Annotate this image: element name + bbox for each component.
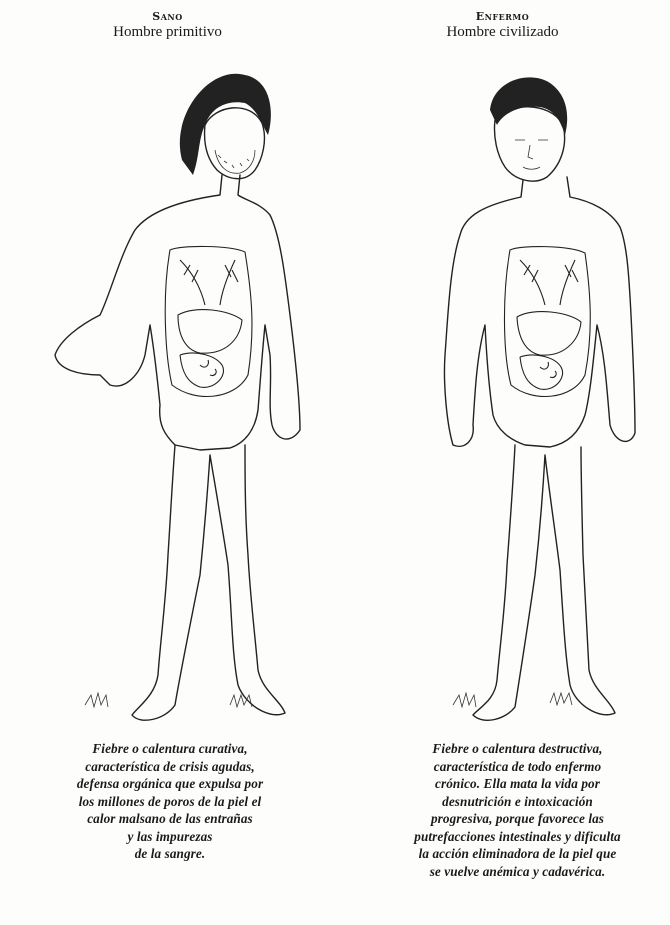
heading-healthy: Sano Hombre primitivo [0, 10, 335, 41]
ground [453, 693, 572, 707]
caption-line: se vuelve anémica y cadavérica. [365, 863, 670, 881]
panel-healthy: Sano Hombre primitivo [0, 0, 335, 925]
primitive-man-drawing [0, 55, 335, 735]
caption-line: característica de crisis agudas, [20, 758, 320, 776]
civilized-man-drawing [335, 55, 670, 735]
heading-sick: Enfermo Hombre civilizado [335, 10, 670, 41]
ground [85, 693, 252, 707]
caption-line: característica de todo enfermo [365, 758, 670, 776]
panel-sick: Enfermo Hombre civilizado Fiebre o calen… [335, 0, 670, 925]
status-label: Sano [0, 10, 335, 23]
caption-line: de la sangre. [20, 845, 320, 863]
subtitle-label: Hombre primitivo [0, 24, 335, 41]
caption-line: progresiva, porque favorece las [365, 810, 670, 828]
caption-line: calor malsano de las entrañas [20, 810, 320, 828]
caption-line: crónico. Ella mata la vida por [365, 775, 670, 793]
caption-healthy: Fiebre o calentura curativa, característ… [20, 740, 320, 863]
caption-line: Fiebre o calentura curativa, [20, 740, 320, 758]
torso-outline [55, 175, 300, 450]
head [205, 108, 265, 179]
caption-line: la acción eliminadora de la piel que [365, 845, 670, 863]
caption-line: defensa orgánica que expulsa por [20, 775, 320, 793]
caption-line: putrefacciones intestinales y dificulta [365, 828, 670, 846]
hair [180, 74, 271, 175]
visible-organs [165, 246, 252, 396]
beard [215, 150, 255, 173]
caption-line: Fiebre o calentura destructiva, [365, 740, 670, 758]
legs [132, 445, 285, 720]
caption-line: y las impurezas [20, 828, 320, 846]
figure-civilized-man [335, 55, 670, 735]
figure-primitive-man [0, 55, 335, 735]
head [494, 107, 564, 181]
face [515, 140, 548, 169]
status-label: Enfermo [335, 10, 670, 23]
legs [473, 445, 615, 720]
visible-organs [504, 247, 590, 397]
caption-line: los millones de poros de la piel el [20, 793, 320, 811]
caption-sick: Fiebre o calentura destructiva, caracter… [365, 740, 670, 880]
caption-line: desnutrición e intoxicación [365, 793, 670, 811]
subtitle-label: Hombre civilizado [335, 24, 670, 41]
